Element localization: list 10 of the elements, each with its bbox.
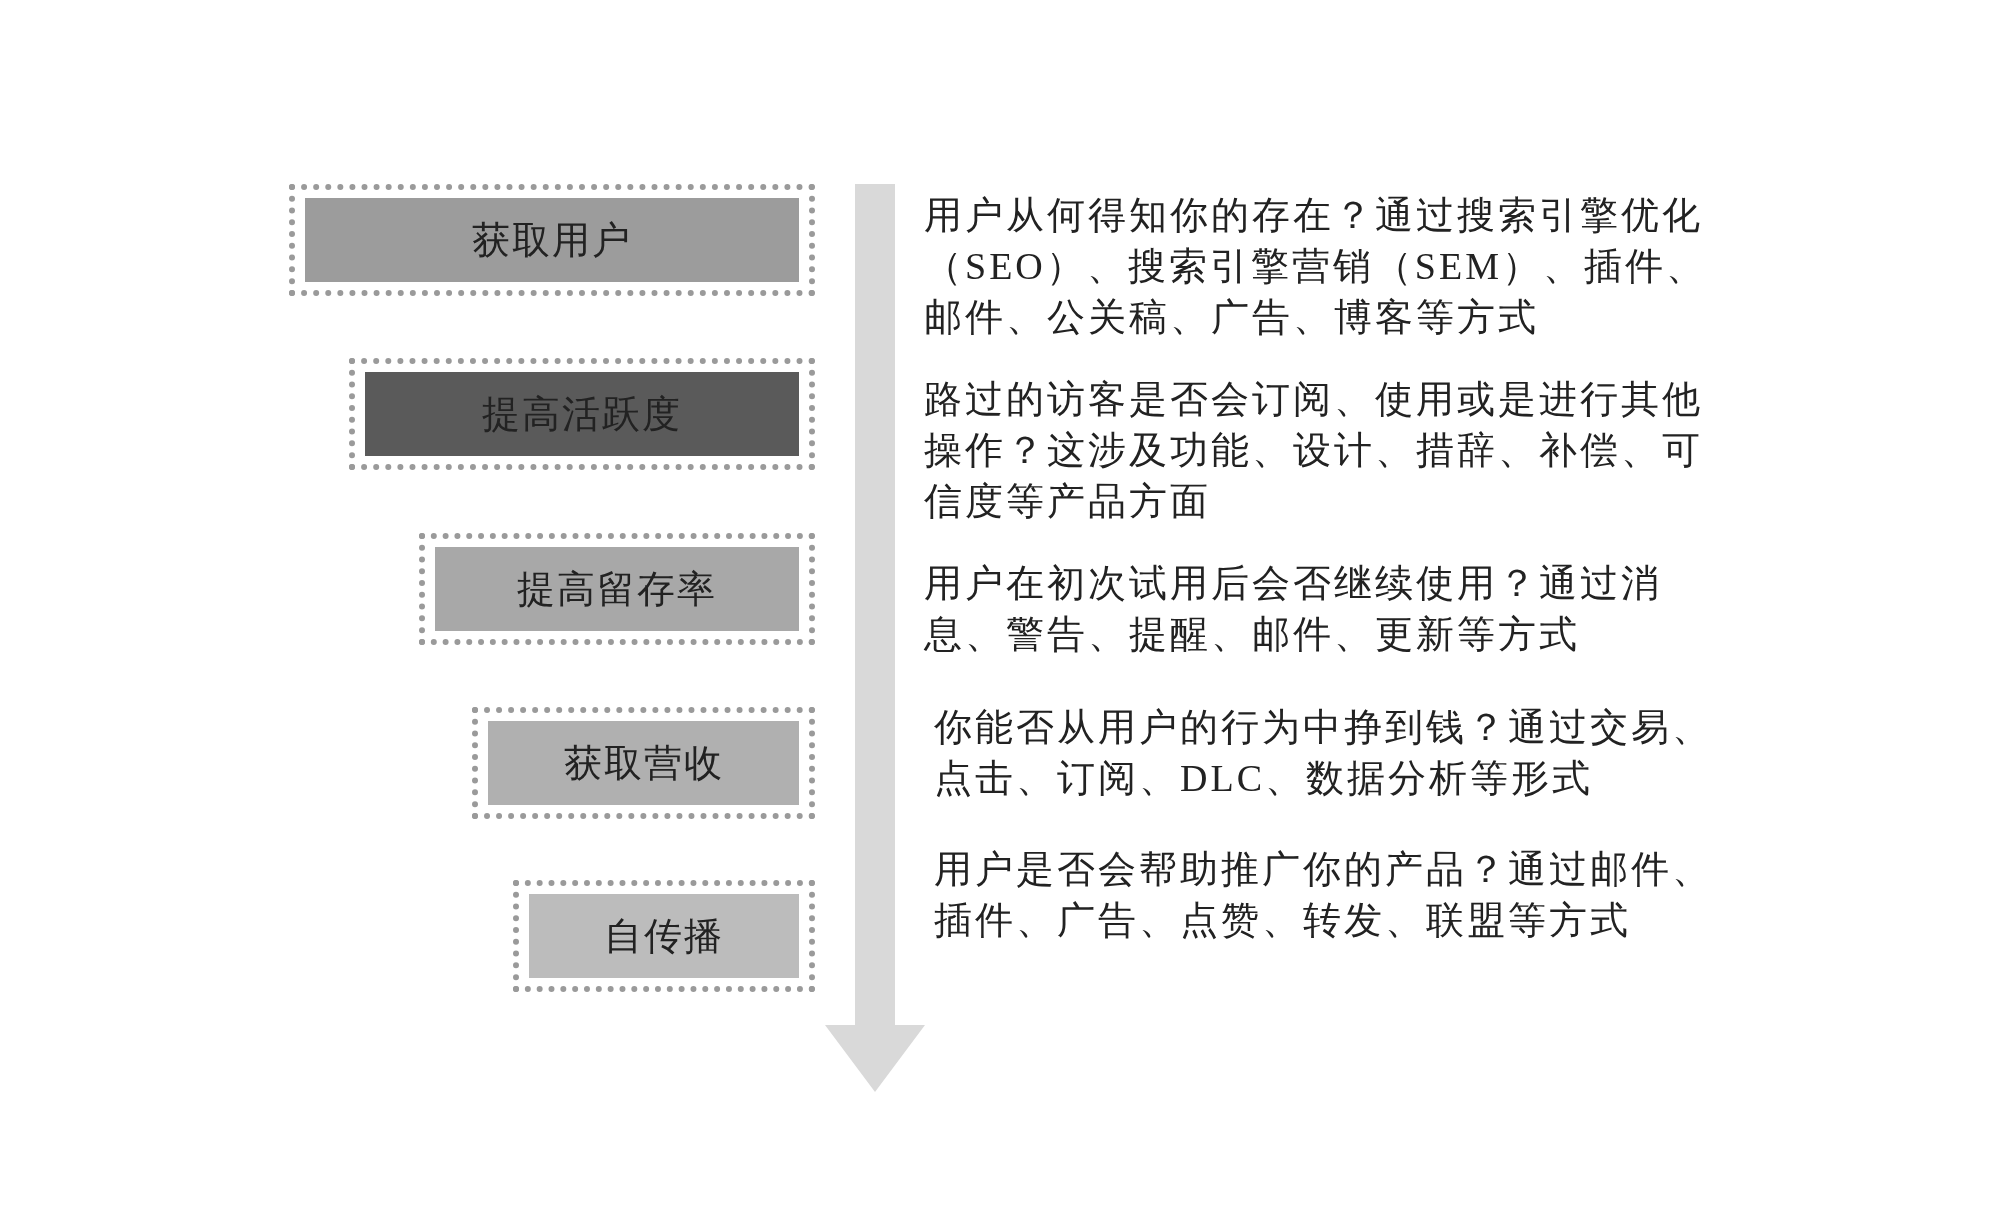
description-text: 用户是否会帮助推广你的产品？通过邮件、插件、广告、点赞、转发、联盟等方式	[934, 847, 1714, 943]
stage-label: 获取营收	[563, 740, 724, 786]
description-text: 路过的访客是否会订阅、使用或是进行其他操作？这涉及功能、设计、措辞、补偿、可信度等产品方面	[924, 377, 1704, 524]
description-text: 你能否从用户的行为中挣到钱？通过交易、点击、订阅、DLC、数据分析等形式	[934, 705, 1714, 801]
description-text: 用户从何得知你的存在？通过搜索引擎优化（SEO）、搜索引擎营销（SEM）、插件、邮件、公关稿、广告、博客等方式	[924, 193, 1708, 340]
stage-label: 提高活跃度	[482, 391, 682, 437]
stage-label: 获取用户	[472, 217, 632, 263]
stage-label: 提高留存率	[517, 566, 717, 612]
description-text: 用户在初次试用后会否继续使用？通过消息、警告、提醒、邮件、更新等方式	[924, 561, 1663, 657]
stage-label: 自传播	[604, 913, 724, 959]
